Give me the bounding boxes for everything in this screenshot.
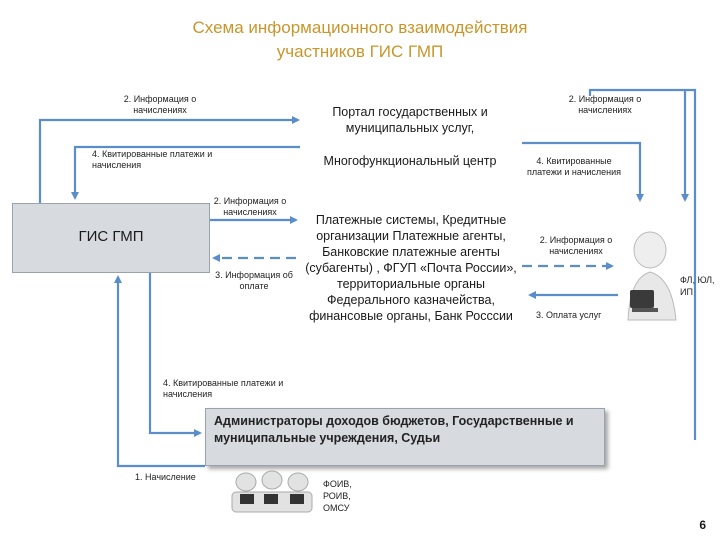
- label-quit-left: 4. Квитированные платежи и начисления: [92, 149, 213, 170]
- title-line1: Схема информационного взаимодействия: [192, 18, 528, 37]
- page-number: 6: [699, 518, 706, 532]
- arrow-quit-bottom: [148, 273, 202, 437]
- label-info-accruals-right-mid: 2. Информация о начислениях: [539, 235, 613, 256]
- label-quit-bottom: 4. Квитированные платежи и начисления: [163, 378, 284, 399]
- arrow-quit-right: [522, 141, 644, 202]
- label-foiv: ФОИВ, РОИВ, ОМСУ: [323, 479, 352, 513]
- label-person-types: ФЛ, ЮЛ, ИП: [680, 275, 715, 297]
- label-info-accruals-top-right: 2. Информация о начислениях: [568, 94, 642, 115]
- arrow-info-portal-left: [38, 116, 300, 203]
- label-payment-services: 3. Оплата услуг: [536, 310, 602, 320]
- mfc-label: Многофункциональный центр: [323, 154, 497, 168]
- label-quit-right: 4. Квитированные платежи и начисления: [526, 156, 622, 177]
- payment-systems-label: Платежные системы, Кредитные организации…: [305, 213, 517, 323]
- arrow-info-top-right: [588, 88, 697, 440]
- arrow-accrual: [114, 275, 205, 468]
- title-line2: участников ГИС ГМП: [276, 42, 444, 61]
- administrators-label: Администраторы доходов бюджетов, Государ…: [214, 414, 574, 445]
- portal-label: Портал государственных и муниципальных у…: [332, 105, 488, 135]
- label-payment-info: 3. Информация об оплате: [215, 270, 293, 291]
- administrators-box: Администраторы доходов бюджетов, Государ…: [205, 408, 605, 466]
- label-info-accruals-top-left: 2. Информация о начислениях: [123, 94, 197, 115]
- page-title: Схема информационного взаимодействия уча…: [120, 16, 600, 64]
- gis-gmp-label: ГИС ГМП: [78, 228, 144, 245]
- arrow-quit-portal-left: [71, 145, 300, 200]
- label-accrual: 1. Начисление: [135, 472, 196, 482]
- gis-gmp-box: ГИС ГМП: [12, 203, 210, 273]
- label-info-accruals-mid: 2. Информация о начислениях: [213, 196, 287, 217]
